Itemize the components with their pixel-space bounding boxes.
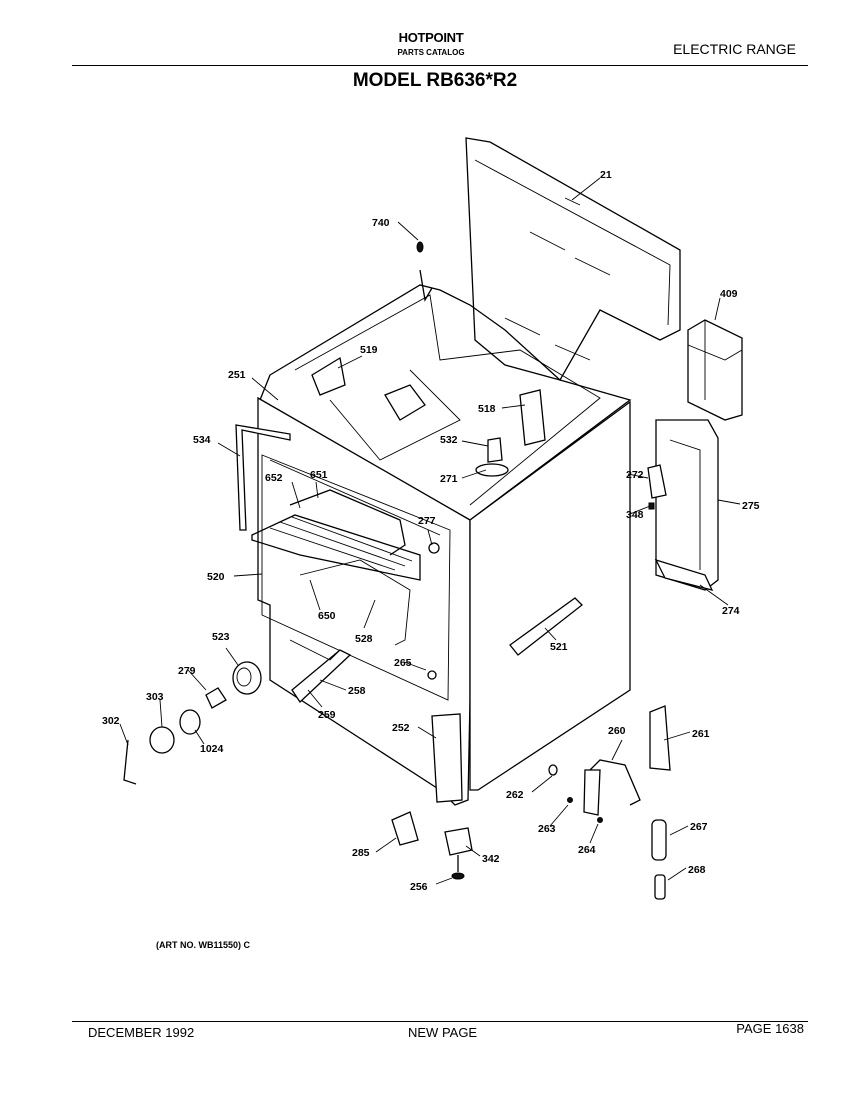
part-label: 256 — [410, 881, 428, 893]
part-label: 519 — [360, 344, 378, 356]
side-bracket — [654, 419, 719, 591]
part-label: 534 — [193, 434, 211, 446]
part-label: 532 — [440, 434, 458, 446]
part-label: 261 — [692, 728, 710, 740]
part-label: 651 — [310, 469, 328, 481]
part-label: 265 — [394, 657, 412, 669]
cabinet-body — [257, 396, 471, 806]
terminal-block — [687, 319, 743, 421]
part-label: 272 — [626, 469, 644, 481]
part-labels: 21 740 409 519 251 518 534 532 271 272 2… — [102, 169, 760, 893]
part-label: 268 — [688, 864, 706, 876]
part-label: 279 — [178, 665, 196, 677]
part-label: 277 — [418, 515, 436, 527]
part-label: 652 — [265, 472, 283, 484]
part-label: 523 — [212, 631, 230, 643]
part-label: 342 — [482, 853, 500, 865]
part-label: 274 — [722, 605, 740, 617]
part-label: 267 — [690, 821, 708, 833]
side-panel — [469, 400, 631, 791]
part-label: 409 — [720, 288, 738, 300]
part-label: 275 — [742, 500, 760, 512]
model-title: MODEL RB636*R2 — [352, 70, 518, 91]
footer-date: DECEMBER 1992 — [88, 1025, 195, 1040]
part-label: 303 — [146, 691, 164, 703]
part-label: 252 — [392, 722, 410, 734]
part-label: 263 — [538, 823, 556, 835]
brand-name: HOTPOINT — [398, 30, 464, 45]
part-label: 264 — [578, 844, 596, 856]
broil-element — [289, 489, 406, 556]
catalog-subtitle: PARTS CATALOG — [397, 48, 465, 57]
part-label: 740 — [372, 217, 390, 229]
part-label: 520 — [207, 571, 225, 583]
part-label: 21 — [600, 169, 612, 181]
part-label: 528 — [355, 633, 373, 645]
footer-status: NEW PAGE — [408, 1025, 478, 1040]
section-title: ELECTRIC RANGE — [673, 41, 796, 57]
part-label: 258 — [348, 685, 366, 697]
part-label: 650 — [318, 610, 336, 622]
part-label: 348 — [626, 509, 644, 521]
part-label: 302 — [102, 715, 120, 727]
part-label: 259 — [318, 709, 336, 721]
art-number: (ART NO. WB11550) C — [156, 940, 251, 950]
part-label: 251 — [228, 369, 246, 381]
small-parts — [123, 241, 671, 900]
part-label: 285 — [352, 847, 370, 859]
header-rule — [72, 65, 808, 66]
part-label: 271 — [440, 473, 458, 485]
rear-panel — [465, 137, 681, 381]
part-label: 260 — [608, 725, 626, 737]
footer-rule — [72, 1021, 808, 1022]
part-label: 521 — [550, 641, 568, 653]
leader-lines — [119, 177, 741, 885]
drawer-slide — [289, 639, 352, 703]
part-label: 518 — [478, 403, 496, 415]
footer-page: PAGE 1638 — [736, 1021, 804, 1036]
part-label: 1024 — [200, 743, 224, 755]
part-label: 262 — [506, 789, 524, 801]
